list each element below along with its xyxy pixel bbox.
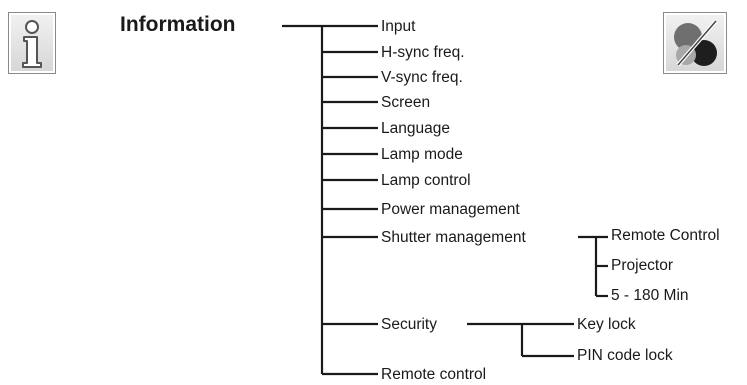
menu-item-lamp-control: Lamp control: [381, 172, 471, 189]
shutter-option-projector: Projector: [611, 257, 674, 274]
page-title: Information: [120, 13, 236, 36]
menu-item-security: Security: [381, 316, 437, 333]
security-option-key-lock: Key lock: [577, 316, 636, 333]
security-option-pin-code-lock: PIN code lock: [577, 347, 673, 364]
menu-item-shutter-management: Shutter management: [381, 229, 526, 246]
menu-item-power-management: Power management: [381, 201, 520, 218]
menu-item-lamp-mode: Lamp mode: [381, 146, 463, 163]
menu-item-remote-control: Remote control: [381, 366, 487, 383]
menu-item-input: Input: [381, 18, 416, 35]
menu-item-v-sync-freq: V-sync freq.: [381, 69, 463, 86]
menu-item-language: Language: [381, 120, 450, 137]
menu-item-screen: Screen: [381, 94, 431, 111]
palette-icon: [663, 12, 727, 74]
shutter-option-time-range: 5 - 180 Min: [611, 287, 689, 304]
info-icon: [8, 12, 56, 74]
menu-item-h-sync-freq: H-sync freq.: [381, 44, 465, 61]
shutter-option-remote-control: Remote Control: [611, 227, 720, 244]
